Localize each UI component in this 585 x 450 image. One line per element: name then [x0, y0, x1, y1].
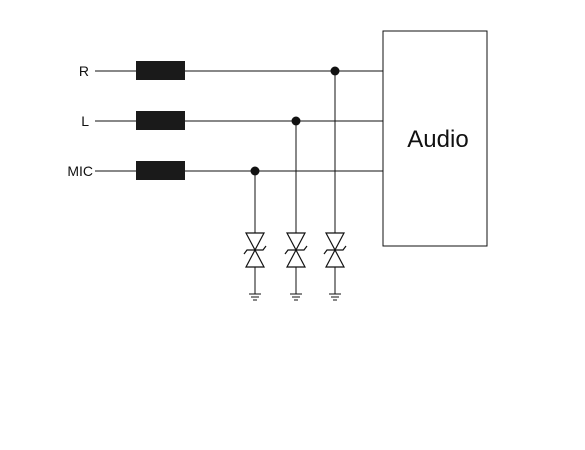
signal-label-r: R — [79, 63, 89, 79]
ground-icon-l — [290, 293, 302, 301]
signal-line-r: R — [79, 61, 383, 233]
audio-block — [382, 30, 488, 247]
tvs-diode-r-upper-triangle — [325, 232, 345, 252]
tvs-diode-r-bar — [323, 245, 347, 255]
tvs-diode-mic-bar — [243, 245, 267, 255]
ferrite-bead-r — [136, 61, 185, 80]
tvs-diode-l-bar — [284, 245, 308, 255]
tvs-diode-mic-upper-triangle — [245, 232, 265, 252]
signal-label-l: L — [81, 113, 89, 129]
audio-block-label: Audio — [407, 126, 468, 153]
signal-line-mic: MIC — [67, 161, 383, 233]
ground-icon-r — [329, 293, 341, 301]
tvs-diode-r-lower-triangle — [325, 248, 345, 268]
ferrite-bead-mic — [136, 161, 185, 180]
signal-label-mic: MIC — [67, 163, 93, 179]
tvs-diode-l-lower-triangle — [286, 248, 306, 268]
tvs-diode-l — [284, 232, 308, 294]
tvs-diode-l-upper-triangle — [286, 232, 306, 252]
ferrite-bead-l — [136, 111, 185, 130]
tvs-diode-mic-lower-triangle — [245, 248, 265, 268]
ground-icon-mic — [249, 293, 261, 301]
tvs-diode-mic — [243, 232, 267, 294]
tvs-diode-r — [323, 232, 347, 294]
signal-line-l: L — [81, 111, 383, 233]
